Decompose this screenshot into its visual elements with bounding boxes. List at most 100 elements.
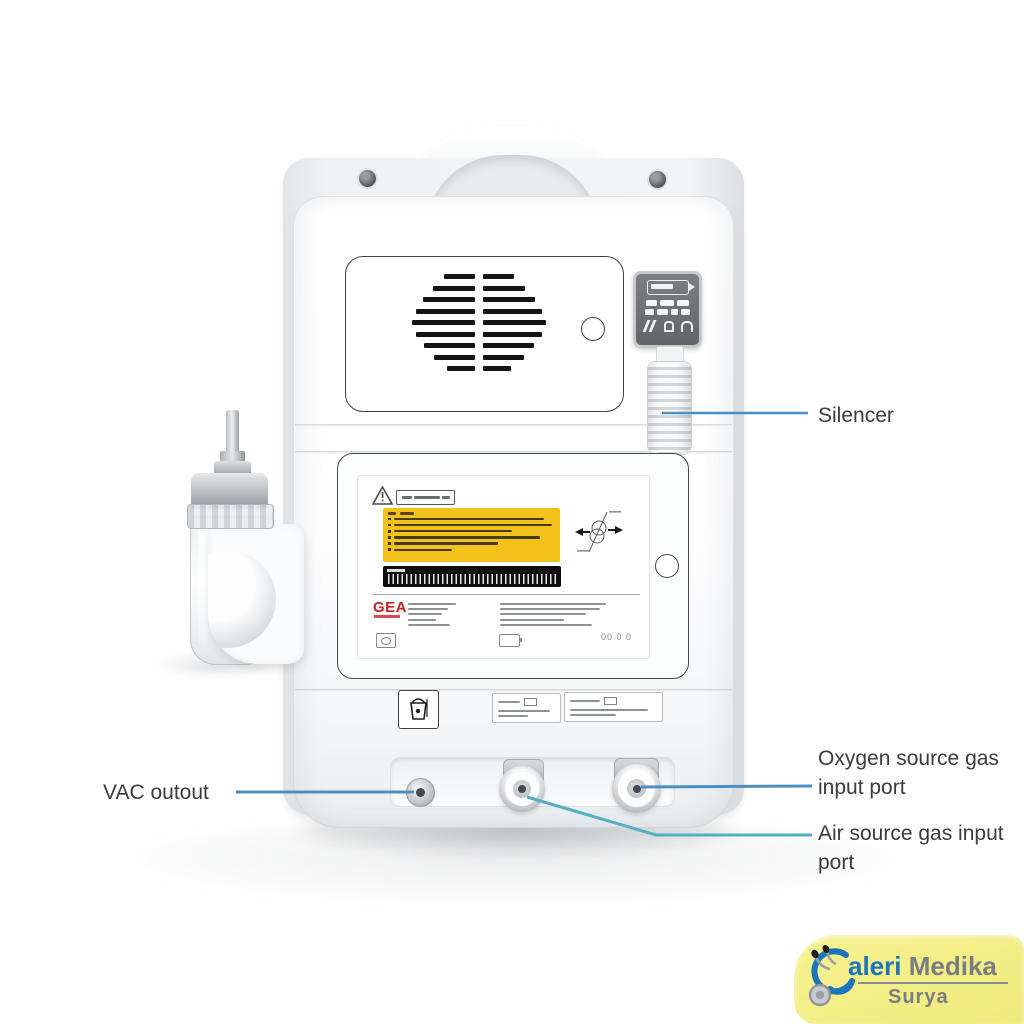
air-port-label-line1: Air source gas input bbox=[818, 822, 1004, 845]
oxygen-port-opening bbox=[632, 784, 641, 793]
watermark-brand-row: aleri Medika bbox=[848, 951, 997, 982]
grille-bar bbox=[444, 274, 475, 279]
label-text-row bbox=[570, 708, 657, 711]
body-seam-lower bbox=[295, 689, 732, 692]
warning-text-row bbox=[388, 529, 555, 533]
sticker-divider bbox=[373, 594, 640, 595]
warning-text-row bbox=[388, 542, 555, 546]
silencer-label: Silencer bbox=[818, 404, 894, 427]
watermark-logo-plate: aleri Medika Surya bbox=[794, 935, 1024, 1024]
valve-diagram bbox=[575, 511, 623, 553]
air-callout-line bbox=[526, 795, 812, 837]
serial-barcode bbox=[383, 566, 561, 587]
label-text-row bbox=[498, 709, 555, 712]
warning-text-row bbox=[388, 512, 555, 515]
battery-icon bbox=[499, 634, 522, 647]
brand-logo-subtext bbox=[374, 615, 400, 618]
spec-text-column bbox=[408, 603, 456, 629]
speaker-grille bbox=[411, 274, 547, 378]
silencer-muffler bbox=[647, 361, 692, 455]
grille-bar bbox=[447, 366, 475, 371]
suction-bottle-tube bbox=[226, 410, 239, 458]
grille-bar bbox=[416, 308, 475, 314]
grille-bar bbox=[483, 308, 542, 314]
watermark-brand-sub: Surya bbox=[888, 986, 949, 1008]
ce-mark-icon bbox=[376, 633, 396, 648]
grille-bar bbox=[423, 297, 475, 302]
warning-title-box bbox=[396, 490, 455, 505]
speaker-panel-hole bbox=[581, 317, 605, 341]
filter-cartridge-icon bbox=[646, 280, 695, 295]
bucket-icon bbox=[410, 698, 428, 720]
plate-text-row bbox=[642, 300, 693, 306]
watermark-brand-main: aleri bbox=[848, 951, 902, 981]
oxygen-port-label-line2: input port bbox=[818, 775, 906, 799]
warning-text-row bbox=[388, 548, 555, 552]
air-port-label: Air source gas input port bbox=[818, 820, 1018, 878]
label-code-digits: 00 0 0 bbox=[601, 632, 633, 642]
grille-bar bbox=[483, 354, 524, 360]
grille-bar bbox=[412, 320, 475, 325]
grille-row bbox=[411, 343, 547, 348]
grille-bar bbox=[483, 343, 534, 348]
water-trap-label bbox=[398, 690, 439, 729]
plate-icon-row bbox=[642, 320, 693, 332]
grille-bar bbox=[483, 331, 542, 337]
grille-bar bbox=[433, 285, 475, 291]
label-text-row bbox=[498, 698, 555, 706]
panel-screw-hole bbox=[655, 554, 679, 578]
oxygen-port-label-line1: Oxygen source gas bbox=[818, 747, 999, 770]
oxygen-port-label: Oxygen source gas input port bbox=[818, 745, 1018, 803]
grille-bar bbox=[483, 274, 514, 279]
grille-bar bbox=[483, 285, 525, 291]
grille-bar bbox=[483, 366, 511, 371]
warning-text-row bbox=[388, 536, 555, 539]
vac-output-label: VAC outout bbox=[103, 781, 209, 804]
label-text-row bbox=[570, 714, 657, 716]
grille-row bbox=[411, 354, 547, 360]
warning-triangle-icon bbox=[372, 486, 393, 505]
grille-row bbox=[411, 320, 547, 325]
air-port-label-line2: port bbox=[818, 850, 855, 874]
watermark-brand-secondary: Medika bbox=[908, 951, 997, 981]
grille-bar bbox=[483, 320, 546, 325]
warning-text-row bbox=[388, 523, 555, 527]
brand-logo-text: GEA bbox=[373, 599, 408, 616]
body-seam-mid bbox=[295, 451, 732, 454]
suction-bottle-cap bbox=[191, 473, 268, 509]
grille-bar bbox=[416, 331, 475, 337]
clamp-icon bbox=[680, 321, 693, 332]
suction-bottle-ridge-ring bbox=[187, 504, 274, 529]
oxygen-input-port bbox=[612, 764, 661, 813]
port-info-label-oxygen bbox=[564, 692, 663, 722]
grille-bar bbox=[483, 297, 535, 302]
grille-row bbox=[411, 308, 547, 314]
plate-text-row bbox=[642, 309, 693, 315]
grille-row bbox=[411, 285, 547, 291]
bottle-holder-bracket bbox=[208, 524, 304, 664]
oxygen-callout-line bbox=[640, 784, 813, 789]
air-port-opening bbox=[518, 785, 526, 793]
air-input-port bbox=[499, 766, 545, 812]
yellow-warning-label bbox=[383, 508, 560, 562]
suction-bottle-nut bbox=[214, 461, 251, 476]
label-text-row bbox=[570, 697, 657, 705]
grille-row bbox=[411, 274, 547, 279]
grille-row bbox=[411, 331, 547, 337]
port-info-label-air bbox=[492, 693, 561, 723]
screw-left bbox=[357, 168, 378, 189]
vac-port-opening bbox=[416, 788, 425, 797]
grille-row bbox=[411, 366, 547, 371]
label-text-row bbox=[498, 715, 555, 717]
body-seam-upper bbox=[295, 424, 732, 427]
grille-bar bbox=[424, 343, 475, 348]
silencer-instruction-plate bbox=[633, 271, 702, 348]
stethoscope-logo-icon bbox=[808, 945, 855, 1007]
warning-text-row bbox=[388, 517, 555, 521]
screw-right bbox=[647, 169, 668, 190]
grille-bar bbox=[434, 354, 475, 360]
suction-tube-flare bbox=[220, 451, 245, 464]
spec-text-block bbox=[500, 603, 606, 629]
